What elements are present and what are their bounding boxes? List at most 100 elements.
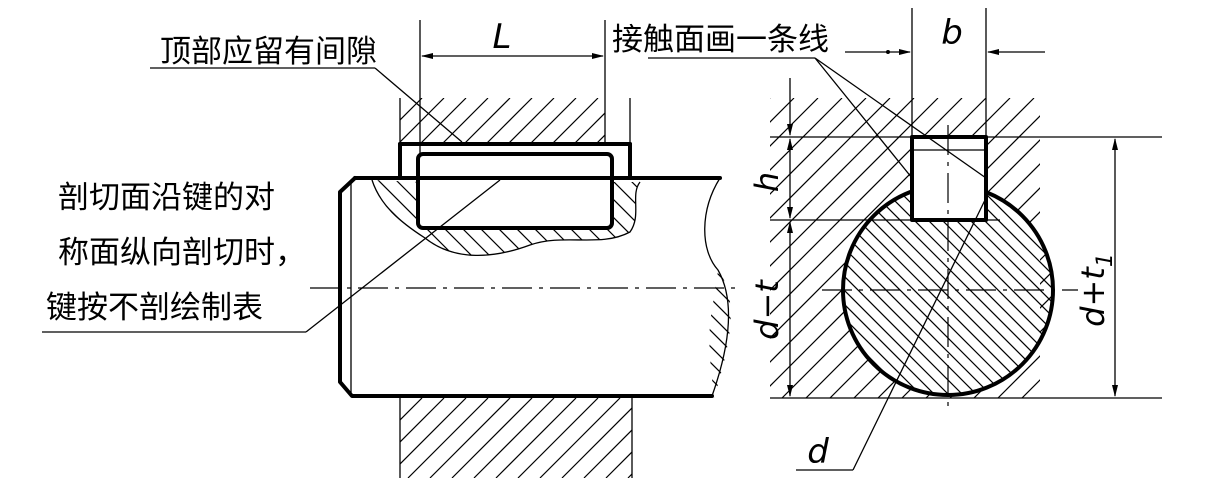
hatch-stroke [465,180,551,256]
hatch-stroke [407,398,489,478]
hatch-stroke [1157,183,1208,398]
leader-section-note: 剖切面沿键的对 称面纵向剖切时， 键按不剖绘制表 [42,179,501,333]
hatch-stroke [495,398,577,478]
hatch-stroke [372,180,389,256]
hatch-stroke [573,112,605,144]
hatch-stroke [694,398,774,478]
hatch-stroke [539,398,621,478]
dim-h-label: h [748,172,786,192]
hatch-stroke [1190,98,1208,398]
hatch-stroke [664,178,748,262]
hatch-stroke [792,268,924,400]
hatch-stroke [1199,183,1208,398]
hatch-stroke [1070,98,1208,398]
hatch-stroke [473,398,555,478]
hatch-stroke [640,98,686,144]
dim-d-plus-t1-label: d+t1 [1074,253,1118,327]
hatch-stroke [843,185,925,395]
hatch-stroke [1142,98,1208,398]
hatch-stroke [1045,98,1053,398]
hatch-stroke [447,180,533,256]
hatch-stroke [709,270,731,398]
dimension-h-dt: h d−t [748,78,793,397]
hatch-stroke [555,180,640,256]
shaft-break-hatch [372,178,748,262]
hatch-stroke [974,185,1053,395]
dimension-b: b [845,8,1045,137]
hatch-stroke [1166,98,1208,398]
hatch-stroke [1129,183,1208,398]
hatch-stroke [770,98,867,398]
hatch-stroke [1016,185,1053,395]
hatch-stroke [843,185,967,395]
dim-L-label: L [493,17,512,57]
hatch-stroke [393,180,479,256]
hatch-stroke [973,98,1053,398]
hatch-stroke [507,98,555,144]
hatch-stroke [853,98,1053,398]
hatch-stroke [627,180,640,256]
label-top-clearance: 顶部应留有间隙 [160,34,377,70]
hatch-stroke [672,398,752,478]
dim-d-label: d [807,432,829,472]
left-view-outline [310,98,740,478]
hatch-stroke [843,185,939,395]
hatch-stroke [1171,183,1208,398]
hatch-stroke [646,178,730,262]
hatch-stroke [400,398,445,443]
hatch-stroke [483,180,569,256]
hatch-stroke [441,98,489,144]
hub-top-hatch [400,98,686,144]
extension-lines-right [770,136,1162,399]
cross-section-view [822,125,1078,408]
dim-b-label: b [941,13,963,53]
hatch-stroke [561,407,632,478]
hatch-stroke [429,398,511,478]
dimension-d-plus-t1: d+t1 [1074,138,1118,397]
hatch-stroke [463,98,511,144]
note-line-1: 剖切面沿键的对 [58,180,275,216]
hatch-stroke [517,398,599,478]
hatch-stroke [627,473,632,478]
hatch-stroke [551,98,599,144]
leader-contact-line: 接触面画一条线 [612,22,987,179]
label-contact-line: 接触面画一条线 [612,22,829,58]
hub-bottom-hatch [400,398,774,478]
hatch-stroke [400,98,401,99]
hatch-stroke [519,180,605,256]
key-longitudinal [416,152,614,230]
hatch-stroke [1030,185,1053,395]
hatch-stroke [625,183,840,398]
dimension-L: L [419,17,606,154]
hatch-stroke [573,180,640,256]
hatch-stroke [1185,183,1208,398]
hatch-stroke [372,180,407,256]
hatch-stroke [411,180,497,256]
note-line-3: 键按不剖绘制表 [46,290,263,326]
hatch-stroke [529,98,577,144]
hatch-stroke [583,429,632,478]
hatch-stroke [1118,98,1208,398]
leader-top-clearance: 顶部应留有间隙 [150,34,463,143]
hatch-stroke [419,98,467,144]
hatch-stroke [400,98,445,143]
hatch-stroke [1115,183,1208,398]
hatch-stroke [1094,98,1208,398]
hatch-stroke [400,98,423,121]
hatch-stroke [429,180,515,256]
note-line-2: 称面纵向剖切时， [58,235,306,271]
hatch-stroke [843,185,855,395]
dimension-d: d [796,199,986,472]
hatch-stroke [485,98,533,144]
hatch-stroke [400,398,467,465]
dim-d-minus-t-label: d−t [748,279,786,340]
hatch-stroke [400,398,423,421]
hatch-stroke [843,185,1009,395]
hatch-stroke [537,180,623,256]
hatch-stroke [770,98,891,398]
hatch-stroke [650,398,730,478]
hatch-stroke [591,180,640,256]
hatch-stroke [451,398,533,478]
